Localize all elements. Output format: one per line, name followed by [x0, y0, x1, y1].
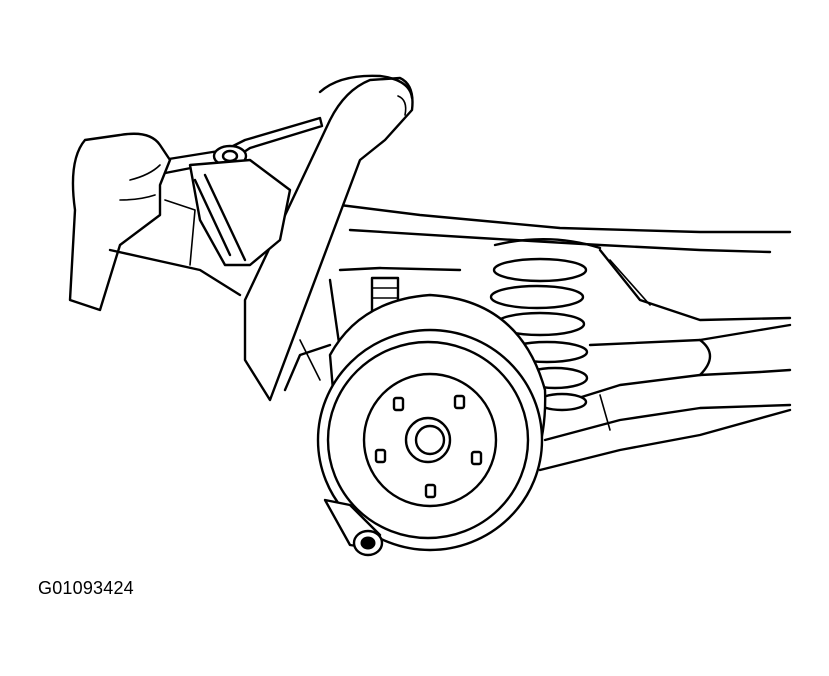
vehicle-underbody: [298, 198, 792, 352]
figure-code-label: G01093424: [38, 578, 134, 598]
mechanic-right-arm: [243, 74, 414, 402]
suspension-bracket: [164, 158, 292, 267]
rear-axle-beam: [538, 323, 792, 472]
wrench-tool: [148, 116, 324, 177]
lower-arm: [323, 498, 384, 557]
wheel-studs: [374, 394, 483, 499]
underbody-lines: [108, 248, 332, 392]
mechanic-left-hand: [68, 132, 172, 312]
brake-drum: [316, 293, 547, 552]
